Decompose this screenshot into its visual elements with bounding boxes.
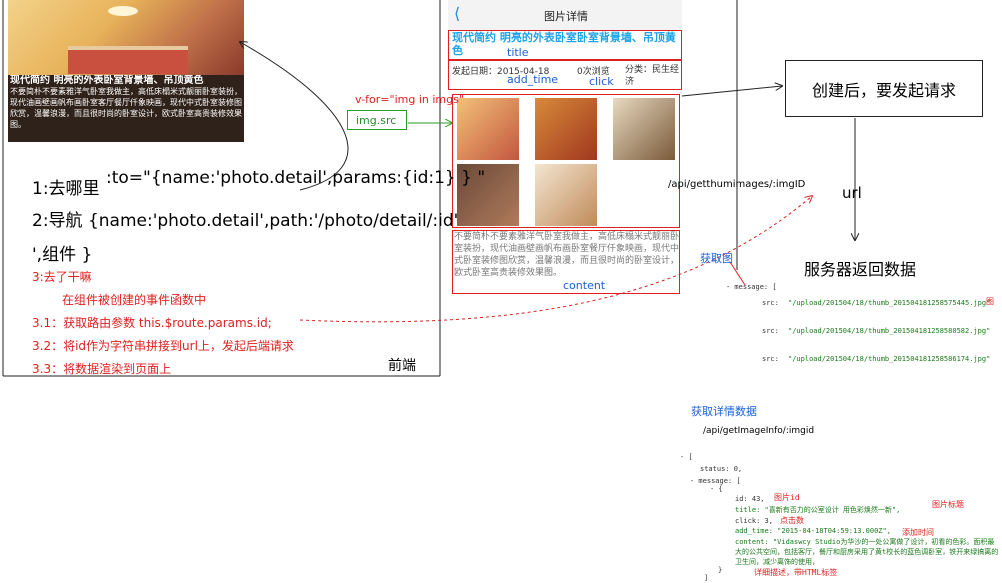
bedroom-thumbnail-image [8, 0, 244, 75]
json1-src-key-3: src: [762, 355, 779, 363]
step-3: 3:去了干嘛 [32, 270, 92, 284]
step-1: 1:去哪里 [32, 179, 100, 199]
url-label: url [842, 184, 862, 202]
add-time-label: add_time [507, 73, 559, 86]
json2-message: - message: [ [690, 477, 741, 485]
meta-box: 发起日期：2015-04-18 0次浏览 分类：民生经济 add_time cl… [448, 60, 682, 90]
json1-src-3: "/upload/201504/18/thumb_201504181258586… [788, 355, 991, 363]
detail-content: 不要简朴不要素雅洋气卧室我做主，高低床榻米式靓丽卧室装扮，现代油画壁画帆布画卧室… [454, 232, 680, 278]
frontend-label: 前端 [388, 358, 416, 374]
step-2: 2:导航 {name:'photo.detail',path:'/photo/d… [32, 211, 459, 231]
click-label: click [589, 75, 614, 88]
step-3-1: 3.1：获取路由参数 this.$route.params.id; [32, 316, 272, 330]
json1-src-1: "/upload/201504/18/thumb_201504181258575… [788, 299, 991, 307]
title-label: title [507, 46, 529, 59]
json2-title: title: "喜新有否力的公室设计 用色彩焕然一新", [735, 506, 901, 514]
thumb-image-1[interactable] [457, 98, 519, 160]
detail-api: /api/getImageInfo/:imgid [703, 426, 815, 436]
json2-content-note: 详细描述，带HTML标签 [754, 568, 838, 577]
thumbnail-title: 现代简约 明亮的外表卧室背景墙、吊顶黄色 [10, 75, 204, 86]
phone-header-bar: ⟨ 图片详情 [448, 0, 682, 30]
view-count: 0次浏览 [577, 67, 610, 77]
step-3-sub: 在组件被创建的事件函数中 [62, 293, 207, 307]
json2-click-note: 点击数 [780, 516, 804, 525]
to-code: :to="{name:'photo.detail',params:{id:1} … [106, 168, 486, 188]
json2-content: content: "Vidaswcy Studio为华沙的一处公寓做了设计，初看… [735, 538, 999, 566]
img-src-box: img.src [347, 110, 407, 130]
content-box: 不要简朴不要素雅洋气卧室我做主，高低床榻米式靓丽卧室装扮，现代油画壁画帆布画卧室… [452, 230, 680, 294]
json2-id: id: 43, [735, 495, 765, 503]
category: 分类：民生经济 [625, 65, 680, 87]
thumbnail-desc: 不要简朴不要素雅洋气卧室我做主，高低床榻米式靓丽卧室装扮，现代油画壁画帆布画卧室… [10, 87, 242, 129]
json1-img-note: 图 [986, 297, 994, 306]
phone-header-title: 图片详情 [544, 10, 588, 23]
img-src-label: img.src [356, 114, 397, 127]
image-grid-box [452, 94, 680, 228]
json1-src-2: "/upload/201504/18/thumb_201504181258580… [788, 327, 991, 335]
add-date: 发起日期：2015-04-18 [452, 67, 550, 77]
back-chevron-icon[interactable]: ⟨ [454, 4, 461, 23]
thumbnail-caption: 现代简约 明亮的外表卧室背景墙、吊顶黄色 不要简朴不要素雅洋气卧室我做主，高低床… [8, 75, 244, 142]
json2-open: - [ [680, 453, 693, 461]
json2-click: click: 3, [735, 517, 773, 525]
thumb-api: /api/getthumimages/:imgID [668, 179, 806, 190]
json2-time-note: 添加时间 [902, 528, 934, 537]
thumbnail-card[interactable]: 现代简约 明亮的外表卧室背景墙、吊顶黄色 不要简朴不要素雅洋气卧室我做主，高低床… [8, 0, 244, 142]
v-for-label: v-for="img in imgs" [355, 93, 464, 106]
step-3-2: 3.2：将id作为字符串拼接到url上，发起后端请求 [32, 339, 294, 353]
step-3-3: 3.3：将数据渲染到页面上 [32, 362, 172, 376]
phone-detail-page: ⟨ 图片详情 现代简约 明亮的外表卧室卧室背景墙、吊顶黄色 title 发起日期… [448, 0, 682, 296]
json1-src-key-1: src: [762, 299, 779, 307]
detail-title-label: 获取详情数据 [691, 405, 757, 418]
request-box-text: 创建后，要发起请求 [811, 80, 956, 100]
bed-shape [68, 46, 188, 74]
thumb-image-5[interactable] [535, 164, 597, 226]
json1-message: - message: [ [726, 283, 777, 291]
json2-obj: - { [710, 485, 723, 493]
step-2-component: ',组件 } [32, 245, 93, 265]
thumb-image-4[interactable] [457, 164, 519, 226]
json2-add-time: add_time: "2015-04-18T04:59:13.000Z", [735, 527, 891, 535]
detail-json: - [ status: 0, - message: [ - { id: 43, … [680, 452, 1002, 582]
request-box: 创建后，要发起请求 [785, 60, 983, 117]
detail-title: 现代简约 明亮的外表卧室卧室背景墙、吊顶黄色 [452, 31, 676, 57]
json2-close2: ] [704, 574, 709, 582]
thumb-json: - message: [ src: "/upload/201504/18/thu… [722, 282, 1002, 378]
thumb-image-3[interactable] [613, 98, 675, 160]
ceiling-lamp [108, 6, 138, 16]
json2-title-note: 图片标题 [932, 500, 964, 509]
content-label: content [563, 279, 606, 292]
json1-src-key-2: src: [762, 327, 779, 335]
json2-id-note: 图片id [774, 493, 800, 502]
json2-status: status: 0, [700, 465, 743, 473]
json2-close1: } [718, 566, 723, 574]
thumb-image-2[interactable] [535, 98, 597, 160]
server-data-label: 服务器返回数据 [804, 260, 917, 279]
get-image-label: 获取图 [700, 252, 733, 265]
title-box: 现代简约 明亮的外表卧室卧室背景墙、吊顶黄色 title [448, 30, 682, 60]
